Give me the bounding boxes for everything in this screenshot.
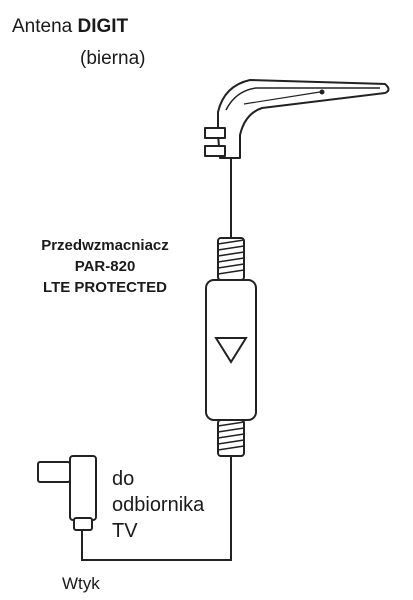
destination-label-line2: odbiornika <box>112 494 205 516</box>
destination-label-line1: do <box>112 468 135 490</box>
amplifier-label-line3: LTE PROTECTED <box>43 279 167 296</box>
antenna-title: Antena DIGIT <box>12 16 128 38</box>
plug-icon <box>37 455 97 531</box>
cable-amplifier-to-plug <box>81 456 232 561</box>
antenna-name-prefix: Antena <box>12 16 78 37</box>
antenna-type: (bierna) <box>80 48 146 69</box>
plug-label: Wtyk <box>62 574 100 593</box>
antenna-icon <box>204 79 390 159</box>
amplifier-label-line1: Przedwzmacniacz <box>41 237 169 254</box>
amplifier-label-line2: PAR-820 <box>74 258 136 275</box>
antenna-name-bold: DIGIT <box>77 16 129 37</box>
destination-label-line3: TV <box>112 520 138 542</box>
amplifier-icon <box>205 237 257 457</box>
